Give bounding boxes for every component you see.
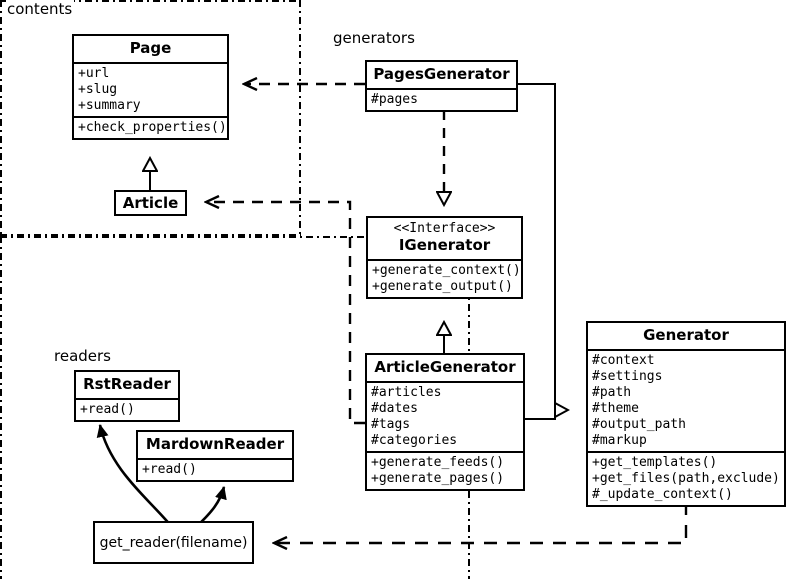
generalization-pagesgenerator-to-generator (518, 83, 568, 410)
attribute-theme: #theme (592, 401, 639, 416)
class-attributes-generator: #context #settings #path #theme #output_… (588, 349, 784, 451)
attribute-markup: #markup (592, 433, 647, 448)
class-name-mardown-reader: MardownReader (145, 435, 285, 453)
attribute-articles: #articles (371, 385, 442, 400)
attribute-pages: #pages (371, 92, 418, 107)
function-name-get-reader: get_reader(filename) (99, 534, 248, 551)
package-generators-label: generators (332, 29, 417, 47)
operation-generate-context: +generate_context() (372, 263, 521, 278)
class-attributes-pages-generator: #pages (367, 88, 516, 110)
class-box-article-generator[interactable]: ArticleGenerator #articles #dates #tags … (365, 353, 525, 491)
class-operations-igenerator: +generate_context() +generate_output() (368, 259, 521, 297)
class-box-generator[interactable]: Generator #context #settings #path #them… (586, 321, 786, 507)
operation-check-properties: +check_properties() (78, 120, 227, 135)
operation-generate-output: +generate_output() (372, 279, 513, 294)
class-name-page: Page (129, 39, 172, 57)
class-box-igenerator[interactable]: <<Interface>> IGenerator +generate_conte… (366, 216, 523, 299)
attribute-url: +url (78, 66, 110, 81)
operation-read-rst: +read() (80, 402, 135, 417)
class-name-rst-reader: RstReader (83, 375, 171, 393)
operation-read-markdown: +read() (142, 462, 197, 477)
function-box-get-reader[interactable]: get_reader(filename) (93, 521, 254, 564)
package-contents-label: contents (6, 0, 75, 18)
operation-get-templates: +get_templates() (592, 455, 718, 470)
class-name-generator: Generator (643, 326, 729, 344)
class-operations-page: +check_properties() (74, 116, 227, 138)
class-box-rst-reader[interactable]: RstReader +read() (74, 370, 180, 422)
class-operations-rst-reader: +read() (76, 398, 178, 420)
class-name-igenerator: IGenerator (398, 236, 491, 254)
attribute-summary: +summary (78, 98, 141, 113)
attribute-dates: #dates (371, 401, 418, 416)
attribute-settings: #settings (592, 369, 663, 384)
operation-generate-pages: +generate_pages() (371, 471, 505, 486)
attribute-path: #path (592, 385, 632, 400)
class-name-article-generator: ArticleGenerator (374, 358, 516, 376)
class-attributes-article-generator: #articles #dates #tags #categories (367, 381, 523, 451)
class-attributes-page: +url +slug +summary (74, 62, 227, 116)
class-name-article: Article (122, 194, 179, 212)
class-name-pages-generator: PagesGenerator (373, 65, 510, 83)
class-stereotype-igenerator: <<Interface>> (393, 221, 496, 236)
class-box-page[interactable]: Page +url +slug +summary +check_properti… (72, 34, 229, 140)
class-box-pages-generator[interactable]: PagesGenerator #pages (365, 60, 518, 112)
attribute-context: #context (592, 353, 655, 368)
class-box-mardown-reader[interactable]: MardownReader +read() (136, 430, 294, 482)
operation-generate-feeds: +generate_feeds() (371, 455, 505, 470)
attribute-tags: #tags (371, 417, 411, 432)
attribute-output-path: #output_path (592, 417, 686, 432)
operation-get-files: +get_files(path,exclude) (592, 471, 780, 486)
generalization-articlegenerator-to-generator (525, 411, 556, 420)
class-operations-mardown-reader: +read() (138, 458, 292, 480)
attribute-categories: #categories (371, 433, 458, 448)
attribute-slug: +slug (78, 82, 118, 97)
operation-update-context: #_update_context() (592, 487, 733, 502)
class-operations-generator: +get_templates() +get_files(path,exclude… (588, 451, 784, 505)
package-readers-label: readers (53, 347, 113, 365)
class-operations-article-generator: +generate_feeds() +generate_pages() (367, 451, 523, 489)
class-box-article[interactable]: Article (114, 190, 187, 216)
